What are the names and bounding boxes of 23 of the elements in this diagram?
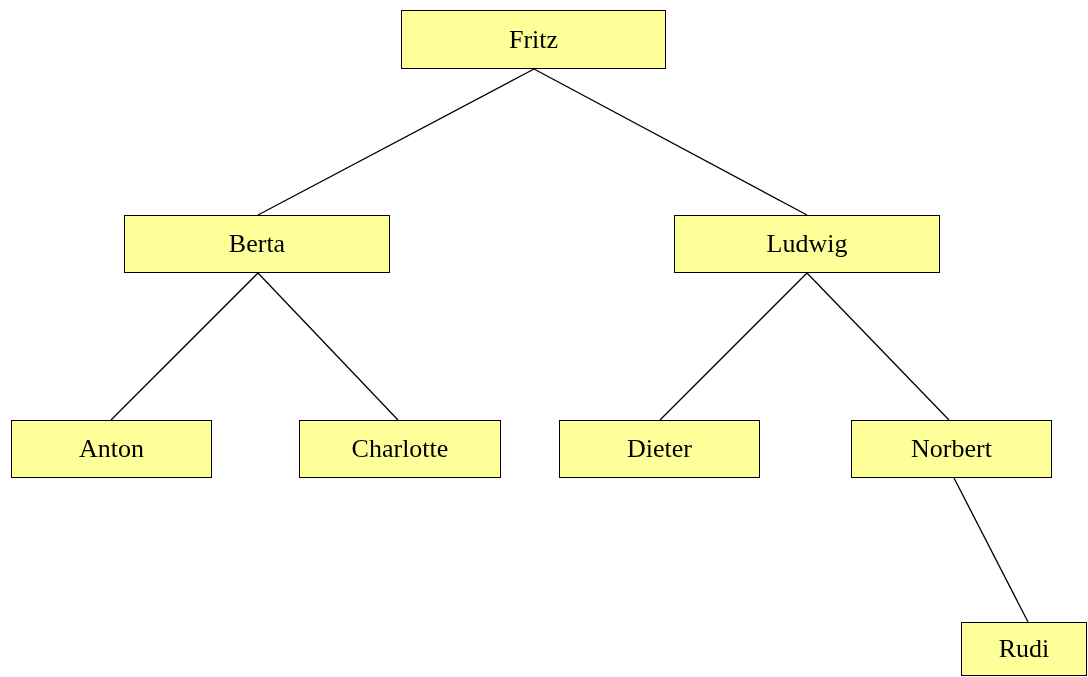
connector-line xyxy=(257,68,535,216)
connector-line xyxy=(953,477,1029,623)
connector-line xyxy=(110,272,259,421)
name-label: Ludwig xyxy=(766,229,848,259)
name-box xyxy=(961,622,1087,676)
connector-line xyxy=(533,68,808,216)
name-box xyxy=(559,420,760,478)
name-box xyxy=(124,215,390,273)
name-box xyxy=(11,420,212,478)
connector-line xyxy=(257,272,399,421)
name-label: Fritz xyxy=(508,24,559,55)
name-label: Rudi xyxy=(998,634,1050,664)
name-label: Anton xyxy=(79,434,144,464)
name-box xyxy=(401,10,666,69)
name-box xyxy=(674,215,940,273)
name-label: Dieter xyxy=(627,434,692,464)
name-label: Charlotte xyxy=(351,434,449,464)
name-box xyxy=(299,420,501,478)
name-label: Norbert xyxy=(911,434,992,464)
name-box xyxy=(851,420,1052,478)
connector-line xyxy=(806,272,950,421)
connector-line xyxy=(659,272,808,421)
name-label: Berta xyxy=(228,229,286,259)
